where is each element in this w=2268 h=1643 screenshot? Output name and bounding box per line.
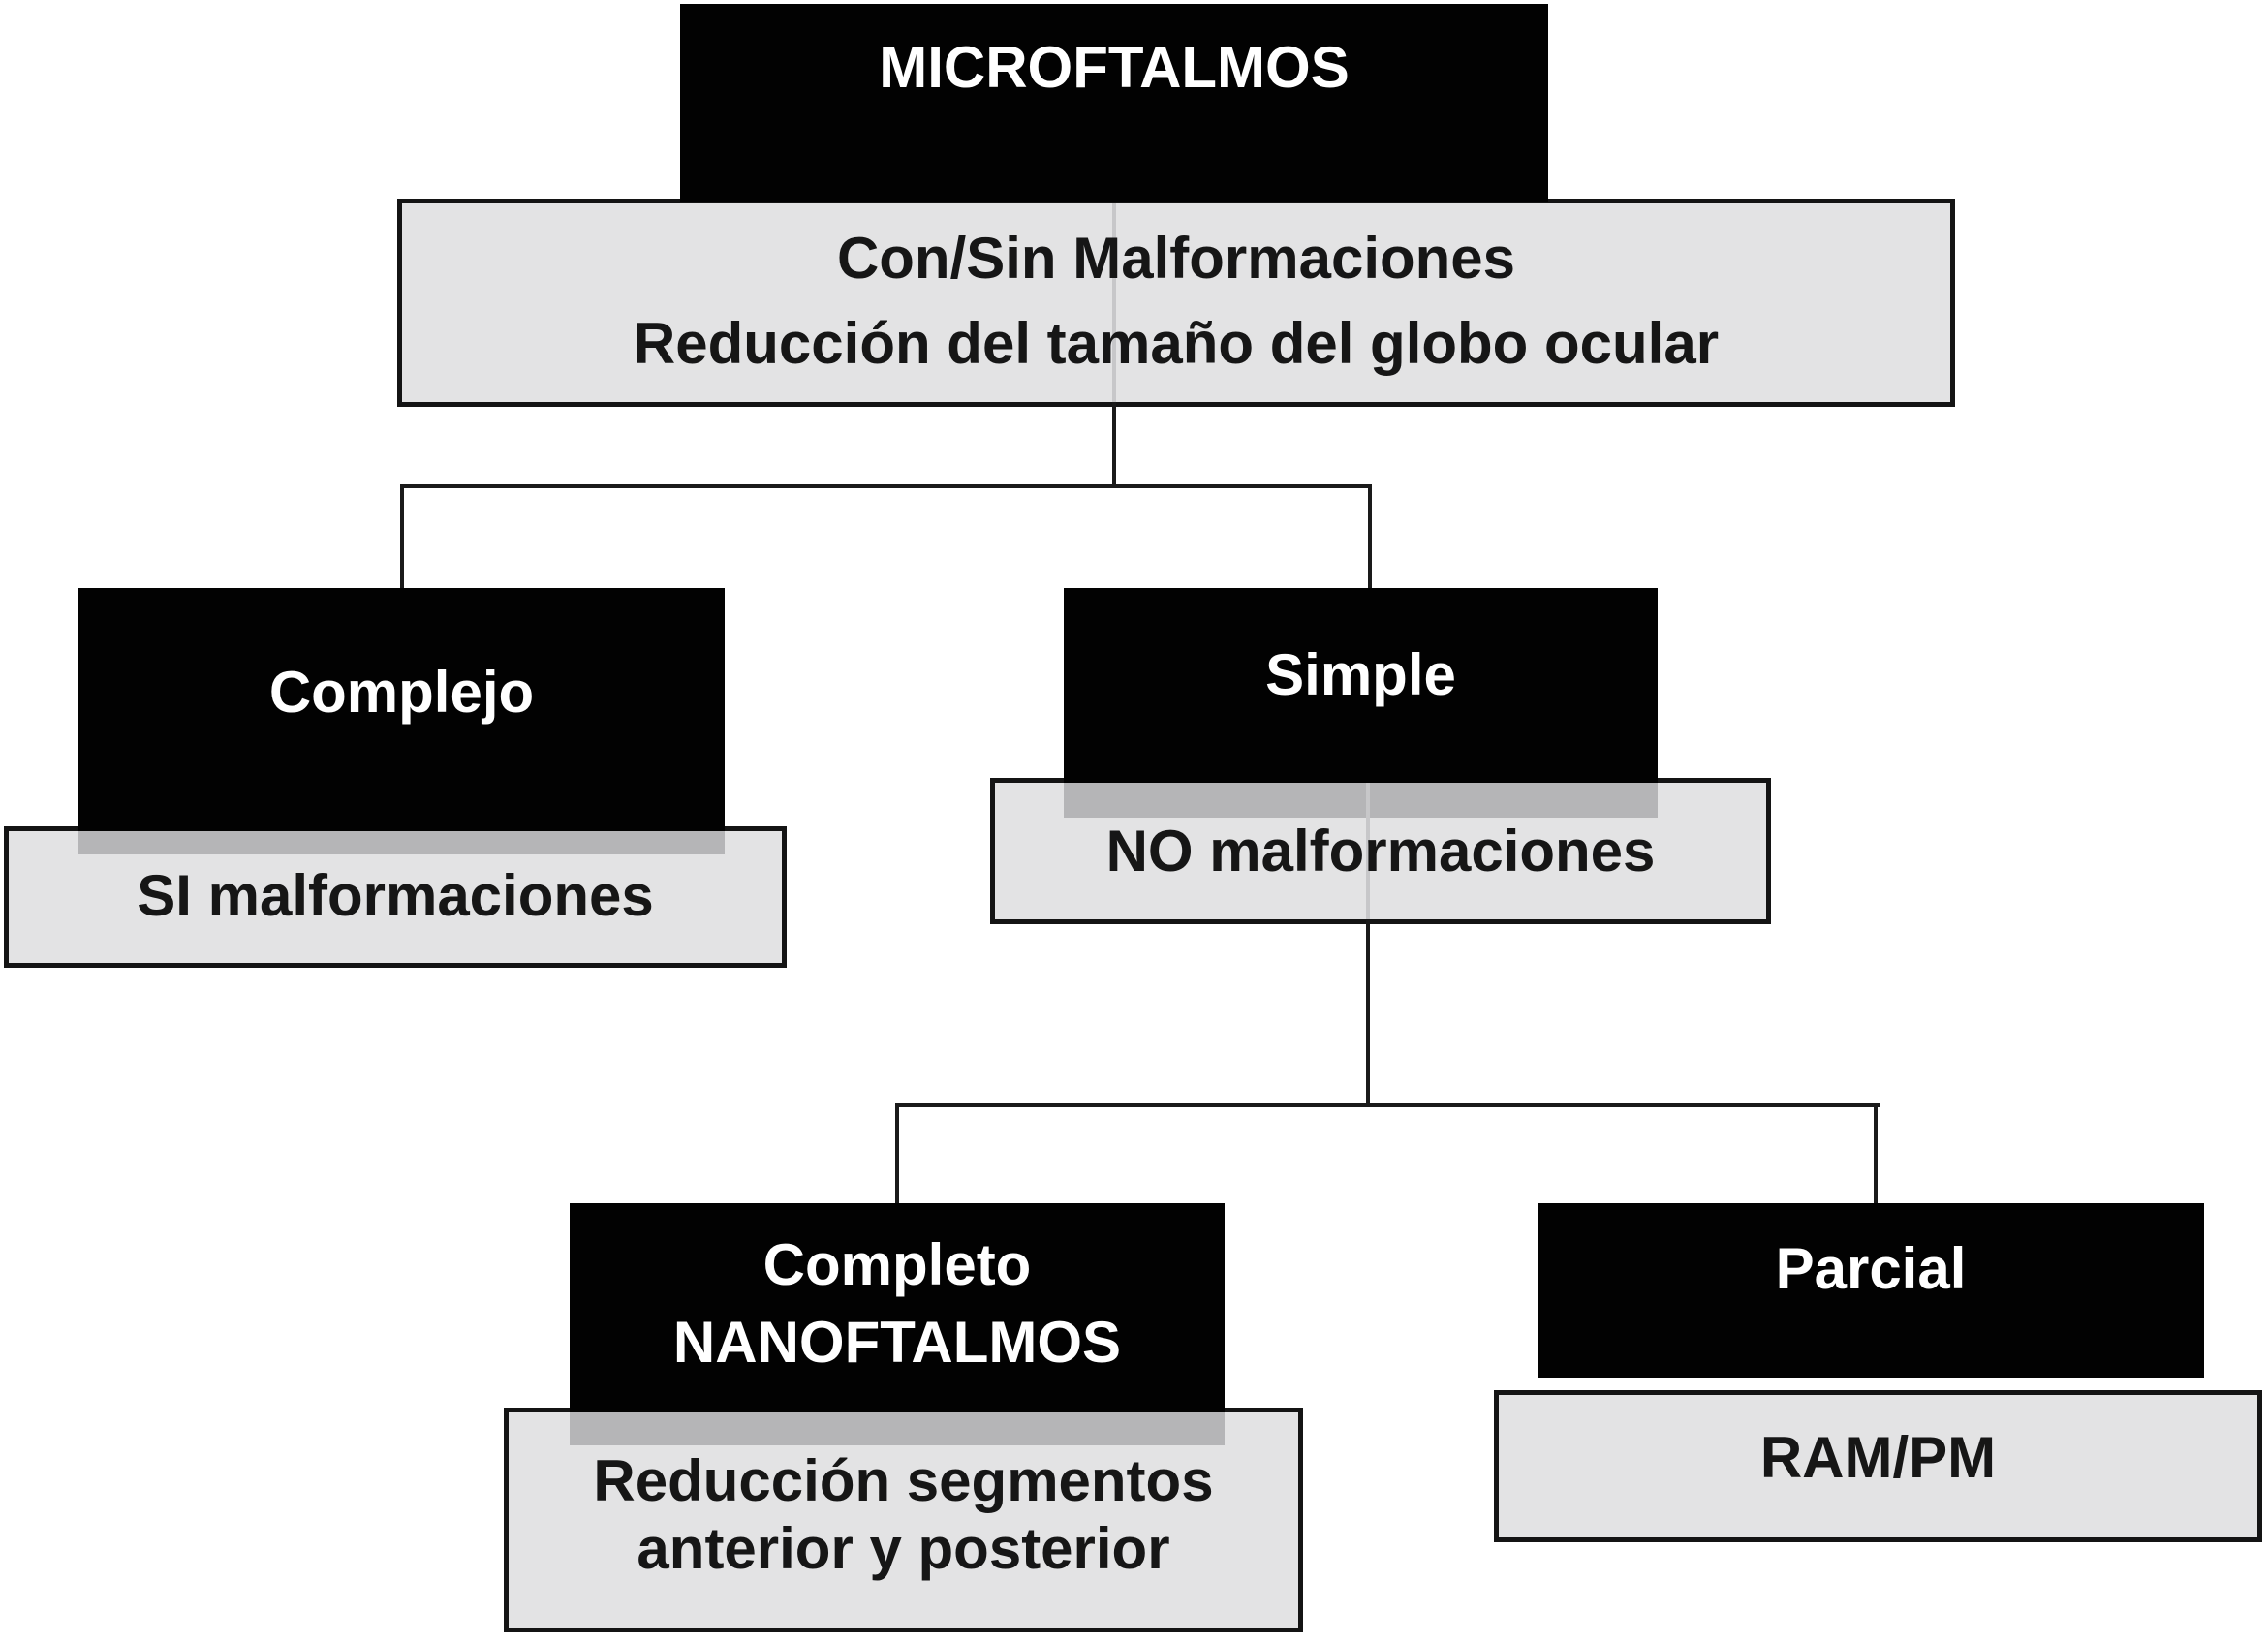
- passthrough-connector-line: [1112, 203, 1116, 402]
- node-label: Simple: [1265, 642, 1456, 707]
- node-parcial: Parcial: [1538, 1203, 2204, 1378]
- node-label: Parcial: [1775, 1236, 1967, 1301]
- description-text: NO malformaciones: [995, 783, 1766, 885]
- description-line: Reducción del tamaño del globo ocular: [633, 311, 1720, 376]
- node-label: NANOFTALMOS: [672, 1310, 1122, 1375]
- description-box-parcial: RAM/PM: [1494, 1390, 2262, 1542]
- node-completo-nanoftalmos: Completo NANOFTALMOS: [570, 1203, 1225, 1412]
- node-label: MICROFTALMOS: [879, 35, 1350, 100]
- node-microftalmos: MICROFTALMOS: [680, 4, 1548, 202]
- connector-drop-completo: [895, 1103, 899, 1206]
- connector-root-stem: [1112, 402, 1116, 488]
- description-line: Reducción segmentos: [593, 1448, 1214, 1513]
- connector-drop-simple: [1368, 484, 1372, 591]
- description-box-microftalmos: Con/Sin Malformaciones Reducción del tam…: [397, 199, 1955, 407]
- node-label: Complejo: [268, 660, 535, 725]
- connector-drop-complejo: [400, 484, 404, 591]
- description-box-complejo: SI malformaciones: [4, 826, 787, 968]
- shadow-band: [570, 1412, 1225, 1445]
- connector-level2-crossbar: [895, 1103, 1880, 1107]
- node-label: Completo: [762, 1232, 1032, 1297]
- node-complejo: Complejo: [78, 588, 725, 831]
- connector-simple-stem: [1366, 920, 1370, 1107]
- description-text: Reducción segmentos anterior y posterior: [509, 1412, 1298, 1583]
- connector-drop-parcial: [1874, 1103, 1878, 1206]
- shadow-band: [78, 831, 725, 854]
- shadow-band: [1064, 783, 1658, 818]
- description-text: SI malformaciones: [9, 831, 782, 930]
- description-box-simple: NO malformaciones: [990, 778, 1771, 924]
- description-text: RAM/PM: [1499, 1395, 2257, 1492]
- description-box-completo-nanoftalmos: Reducción segmentos anterior y posterior: [504, 1408, 1303, 1632]
- node-simple: Simple: [1064, 588, 1658, 783]
- description-text: Con/Sin Malformaciones Reducción del tam…: [402, 203, 1950, 387]
- description-line: NO malformaciones: [1105, 819, 1656, 884]
- description-line: Con/Sin Malformaciones: [836, 226, 1516, 291]
- description-line: RAM/PM: [1759, 1425, 1997, 1490]
- connector-level1-crossbar: [400, 484, 1372, 488]
- description-line: SI malformaciones: [137, 863, 654, 928]
- passthrough-connector-line: [1366, 783, 1370, 919]
- description-line: anterior y posterior: [637, 1516, 1170, 1581]
